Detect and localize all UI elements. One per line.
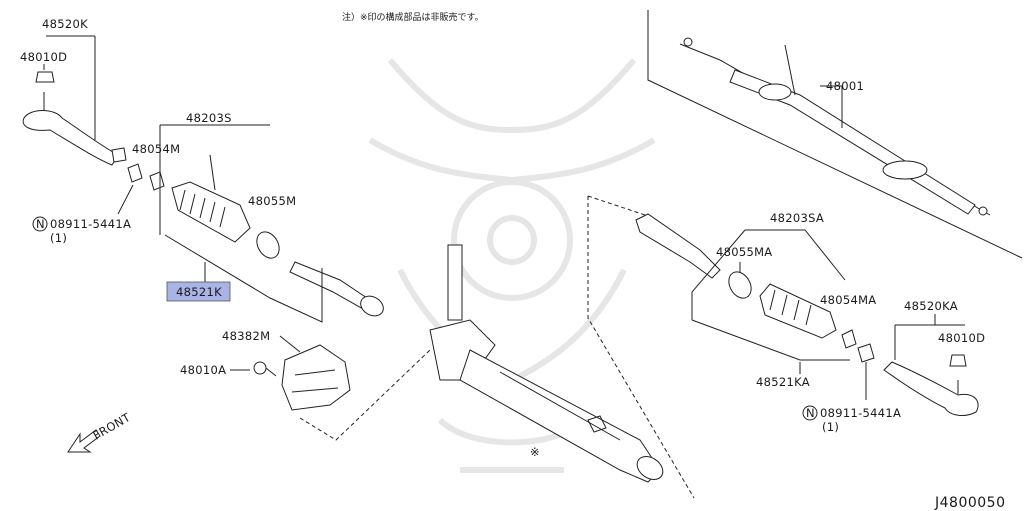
label-48382M: 48382M: [222, 329, 270, 343]
rack-housing: [459, 349, 661, 483]
label-48055M: 48055M: [248, 194, 296, 208]
label-48054MA: 48054MA: [820, 293, 876, 307]
nut-symbol-right: [802, 405, 818, 421]
inner-rod-48521K: [289, 261, 371, 311]
nut-48010D-left: [35, 71, 55, 83]
label-48203SA: 48203SA: [770, 211, 824, 225]
bolt-48010A: [253, 361, 267, 375]
right-tie-rod-group: 48520KA 48010D N 08911-5441A (1): [802, 299, 985, 434]
clamp-48055MA: [728, 271, 752, 299]
label-48055MA: 48055MA: [716, 245, 772, 259]
label-08911-right: 08911-5441A: [820, 406, 901, 420]
label-48054M: 48054M: [132, 142, 180, 156]
label-48520KA: 48520KA: [904, 299, 958, 313]
clip-48054M: [149, 171, 165, 191]
left-boot-group: 48203S 48055M 48521K: [159, 111, 384, 323]
nut-08911-left: [127, 163, 143, 183]
label-48010D-left: 48010D: [20, 50, 67, 64]
label-48010D-right: 48010D: [938, 331, 985, 345]
nut-symbol-right-letter: N: [806, 406, 815, 420]
boot-48203SA: [759, 283, 837, 339]
right-boot-group: 48203SA 48055MA 48054MA 48521KA: [635, 211, 876, 389]
non-sale-mark: ※: [530, 445, 540, 459]
label-48521KA: 48521KA: [756, 375, 810, 389]
nut-08911-right: [857, 343, 875, 363]
label-48520K: 48520K: [42, 17, 88, 31]
label-08911-left: 08911-5441A: [50, 217, 131, 231]
nut-symbol-left-letter: N: [36, 217, 45, 231]
front-label: FRONT: [91, 410, 134, 443]
nut-48010D-right: [949, 354, 967, 367]
diagram-code: J4800050: [934, 495, 1005, 511]
inset-48001: 48001: [647, 10, 1023, 259]
clip-48054MA: [841, 329, 857, 349]
clamp-48055M: [256, 231, 280, 259]
label-48521K[interactable]: 48521K: [176, 285, 222, 299]
tie-rod-end-right: [883, 361, 979, 416]
label-08911-right-qty: (1): [822, 420, 839, 434]
left-tie-rod-group: 48520K 48010D 48054M N 08911-5441A (1): [20, 17, 180, 245]
label-48010A: 48010A: [180, 363, 226, 377]
bracket-48382M: [281, 344, 351, 411]
bracket-group: 48382M 48010A: [180, 329, 431, 441]
central-rack: ※: [429, 195, 695, 499]
label-48001: 48001: [826, 79, 864, 93]
label-48203S: 48203S: [186, 111, 232, 125]
boot-48203S: [171, 181, 251, 243]
label-08911-left-qty: (1): [50, 231, 67, 245]
sales-note: 注）※印の構成部品は非販売です。: [342, 11, 484, 23]
tie-rod-end-left: [22, 110, 119, 166]
inner-rod-48521KA: [635, 213, 721, 279]
label-48521K-highlight[interactable]: [166, 281, 231, 302]
front-arrow-icon: [67, 429, 101, 453]
nut-symbol-left: [32, 216, 48, 232]
front-indicator: FRONT: [67, 410, 134, 453]
